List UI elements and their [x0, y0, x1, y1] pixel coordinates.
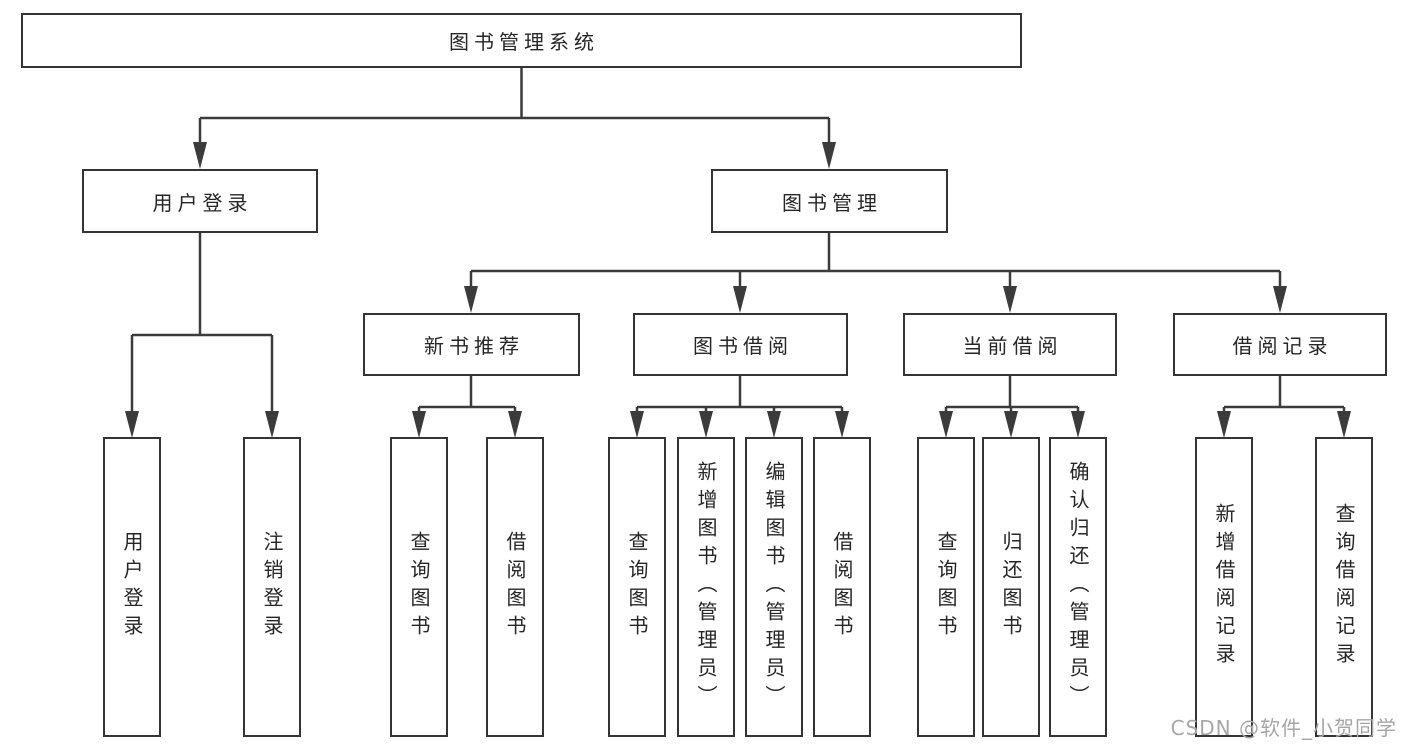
node-user-login-label: 用户登录: [152, 190, 253, 215]
node-borrow-records-label: 借阅记录: [1232, 334, 1333, 358]
node-book-borrow-label: 图书借阅: [693, 334, 793, 358]
leaf-borrow-books-recommend: 借阅图书: [486, 437, 544, 737]
node-new-book-recommend-label: 新书推荐: [424, 334, 524, 358]
leaf-add-books-admin: 新增图书（管理员）: [677, 437, 735, 737]
leaf-query-books-recommend: 查询图书: [390, 437, 448, 737]
node-root-label: 图书管理系统: [449, 30, 599, 54]
leaf-query-books-recommend-label: 查询图书: [407, 531, 431, 643]
leaf-edit-books-admin-label: 编辑图书（管理员）: [762, 461, 786, 713]
leaf-query-books-borrow: 查询图书: [608, 437, 666, 737]
leaf-add-books-admin-label: 新增图书（管理员）: [694, 461, 718, 713]
leaf-return-books-label: 归还图书: [999, 531, 1023, 643]
node-current-borrow: 当前借阅: [903, 313, 1117, 376]
leaf-query-books-current-label: 查询图书: [934, 531, 958, 643]
node-root-library-system: 图书管理系统: [21, 13, 1022, 68]
node-book-borrow: 图书借阅: [633, 313, 848, 376]
leaf-add-borrow-record-label: 新增借阅记录: [1212, 503, 1236, 671]
node-borrow-records: 借阅记录: [1173, 313, 1387, 376]
leaf-query-borrow-record-label: 查询借阅记录: [1332, 503, 1356, 671]
node-book-management: 图书管理: [711, 169, 948, 233]
leaf-return-books: 归还图书: [982, 437, 1040, 737]
leaf-query-books-borrow-label: 查询图书: [625, 531, 649, 643]
leaf-edit-books-admin: 编辑图书（管理员）: [745, 437, 803, 737]
node-book-management-label: 图书管理: [782, 190, 882, 215]
leaf-add-borrow-record: 新增借阅记录: [1195, 437, 1253, 737]
leaf-borrow-books-recommend-label: 借阅图书: [503, 531, 527, 643]
csdn-watermark: CSDN @软件_小贺同学: [1170, 716, 1397, 740]
node-new-book-recommend: 新书推荐: [363, 313, 580, 376]
arrowheads: [125, 142, 1351, 438]
leaf-logout-label: 注销登录: [260, 531, 284, 643]
leaf-query-books-current: 查询图书: [917, 437, 975, 737]
leaf-confirm-return-admin: 确认归还（管理员）: [1049, 437, 1107, 737]
leaf-borrow-books-label: 借阅图书: [830, 531, 854, 643]
leaf-user-login-label: 用户登录: [120, 531, 144, 643]
leaf-borrow-books: 借阅图书: [813, 437, 871, 737]
leaf-confirm-return-admin-label: 确认归还（管理员）: [1066, 461, 1090, 713]
node-current-borrow-label: 当前借阅: [962, 334, 1063, 358]
leaf-query-borrow-record: 查询借阅记录: [1315, 437, 1373, 737]
node-user-login: 用户登录: [82, 169, 318, 233]
leaf-logout: 注销登录: [243, 437, 301, 737]
leaf-user-login: 用户登录: [103, 437, 161, 737]
